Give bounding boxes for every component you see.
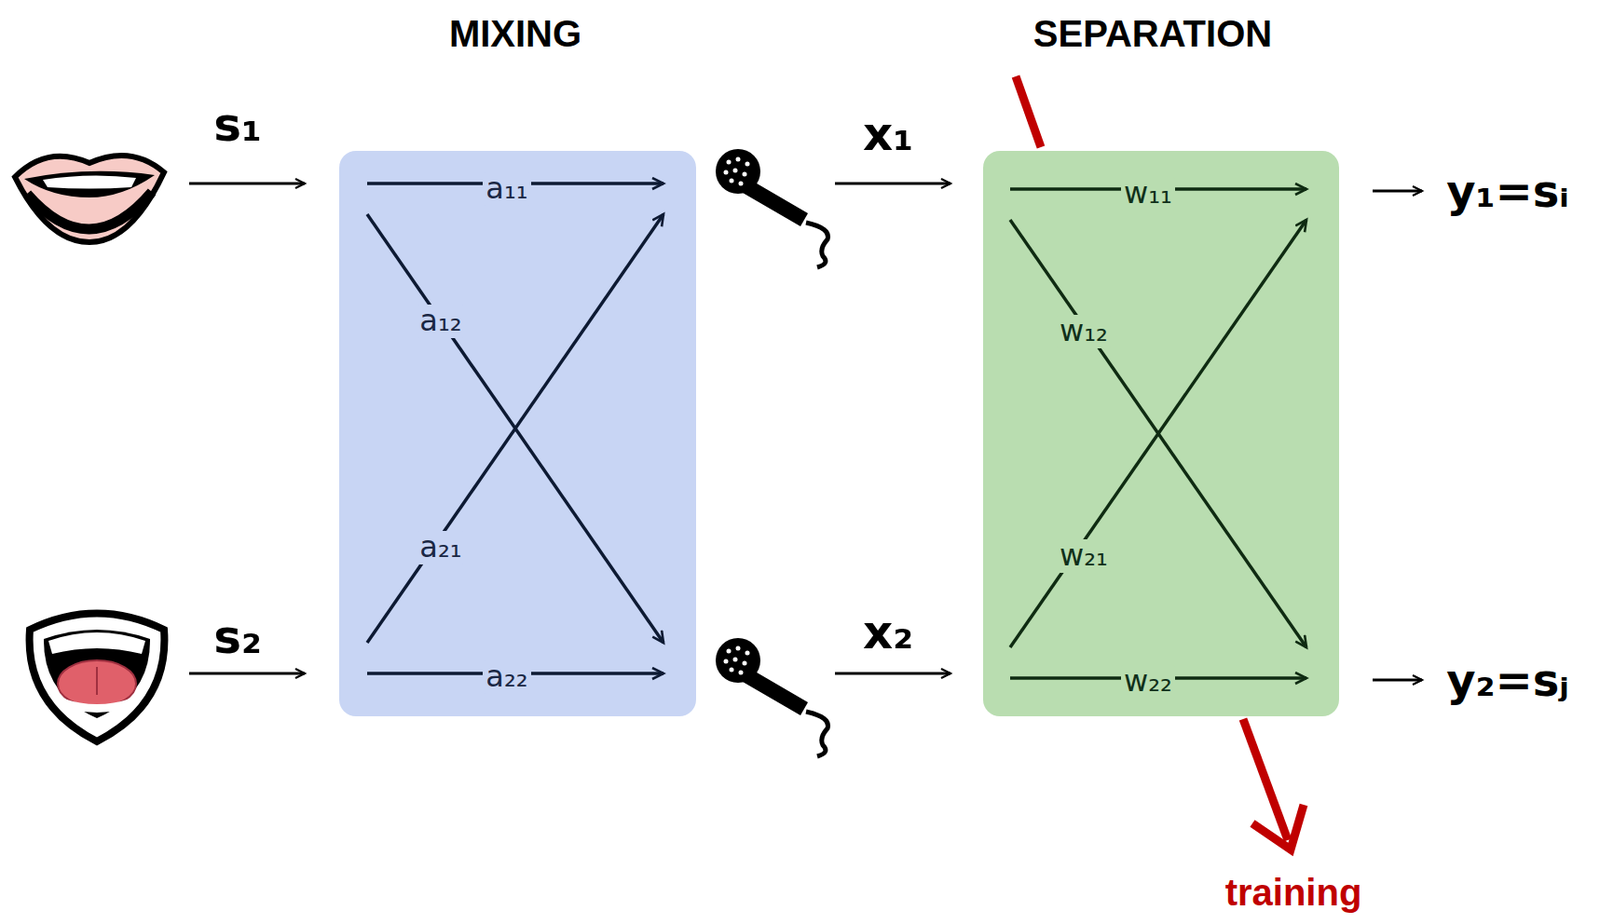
microphone-icon bbox=[715, 149, 829, 268]
mouth-icon-part bbox=[59, 698, 135, 713]
microphone-icon-part-part bbox=[736, 646, 741, 652]
microphone-icon-part-part bbox=[745, 162, 751, 167]
microphone-icon-part-part bbox=[736, 157, 741, 163]
mouth-icon bbox=[14, 155, 165, 243]
mouth-icon bbox=[29, 614, 165, 743]
mixing-box: MIXING bbox=[339, 150, 697, 717]
weight-label: w₁₂ bbox=[1056, 314, 1111, 348]
mouth-icon-part bbox=[95, 667, 98, 696]
microphone-icon-part-part bbox=[729, 668, 735, 673]
mixing-paths-part bbox=[367, 214, 664, 643]
training-marks-part bbox=[1015, 76, 1041, 148]
box-fills-part bbox=[339, 150, 697, 717]
signal-arrows-part bbox=[1372, 679, 1423, 683]
microphone-icon-part-part bbox=[726, 649, 732, 655]
microphone-icon-part-part bbox=[733, 168, 739, 174]
signal-name: s₂ bbox=[210, 612, 265, 664]
microphone-icon-part bbox=[806, 222, 829, 268]
mouth-icon-part bbox=[14, 155, 165, 243]
microphone-icon-part bbox=[806, 711, 829, 757]
weight-label: a₁₁ bbox=[482, 172, 531, 206]
training-marks bbox=[1015, 76, 1304, 850]
mouth-icon-part bbox=[43, 629, 151, 719]
separation-paths-part bbox=[1010, 219, 1307, 648]
microphone-icon-part-part bbox=[742, 172, 748, 178]
weight-label: a₁₂ bbox=[416, 304, 465, 338]
mixing-paths-part bbox=[367, 214, 664, 643]
training-marks-part bbox=[1243, 719, 1288, 841]
signal-arrows-part bbox=[834, 182, 951, 186]
signal-arrows-part bbox=[1372, 190, 1423, 193]
mouth-icon-part bbox=[29, 614, 165, 743]
signal-name: x₂ bbox=[860, 607, 917, 659]
microphone-icon-part-part bbox=[724, 170, 729, 176]
microphone-icon bbox=[715, 638, 829, 757]
microphone-icon-part bbox=[724, 646, 751, 676]
mouth-icon-part bbox=[27, 191, 152, 230]
mouth-icon-part bbox=[57, 660, 137, 708]
microphone-icon-part-part bbox=[738, 181, 744, 187]
mixing-paths bbox=[367, 183, 664, 674]
weight-label: w₁₁ bbox=[1121, 177, 1176, 210]
microphone-icon-part-part bbox=[738, 670, 744, 676]
microphone-icon-part bbox=[724, 157, 751, 187]
box-fills bbox=[339, 150, 1340, 717]
separation-paths bbox=[1010, 189, 1307, 679]
microphone-icon-part-part bbox=[724, 659, 729, 665]
microphone-icon-part bbox=[715, 638, 761, 684]
signal-name: x₁ bbox=[860, 109, 917, 161]
training-note: training bbox=[1222, 872, 1366, 914]
microphone-icon-part-part bbox=[729, 178, 735, 184]
weight-label: a₂₂ bbox=[482, 660, 531, 694]
mouth-icon-part bbox=[48, 632, 146, 655]
training-marks-part bbox=[1252, 805, 1304, 850]
signal-arrows-part bbox=[189, 672, 305, 676]
signal-arrows-part bbox=[834, 672, 951, 676]
mouth-icon-part bbox=[42, 175, 137, 189]
microphone-icon-part-part bbox=[745, 651, 751, 657]
box-fills-part bbox=[983, 150, 1340, 717]
signal-arrows-part bbox=[189, 182, 305, 186]
output-name: y₂=sⱼ bbox=[1443, 656, 1573, 706]
signal-name: s₁ bbox=[210, 99, 265, 151]
signal-arrows bbox=[189, 183, 1423, 681]
separation-box: SEPARATION bbox=[983, 150, 1340, 717]
microphone-icon-part-part bbox=[733, 657, 739, 663]
microphone-icon-part-part bbox=[726, 160, 732, 165]
weight-label: a₂₁ bbox=[416, 531, 465, 564]
microphone-icon-part-part bbox=[742, 661, 748, 667]
section-heading: MIXING bbox=[449, 12, 582, 55]
separation-paths-part bbox=[1010, 219, 1307, 648]
microphone-icon-part bbox=[715, 149, 761, 194]
output-name: y₁=sᵢ bbox=[1443, 166, 1573, 217]
weight-label: w₂₁ bbox=[1056, 539, 1111, 573]
weight-label: w₂₂ bbox=[1121, 665, 1176, 698]
section-heading: SEPARATION bbox=[1033, 12, 1272, 55]
mouth-icon-part bbox=[24, 171, 155, 198]
